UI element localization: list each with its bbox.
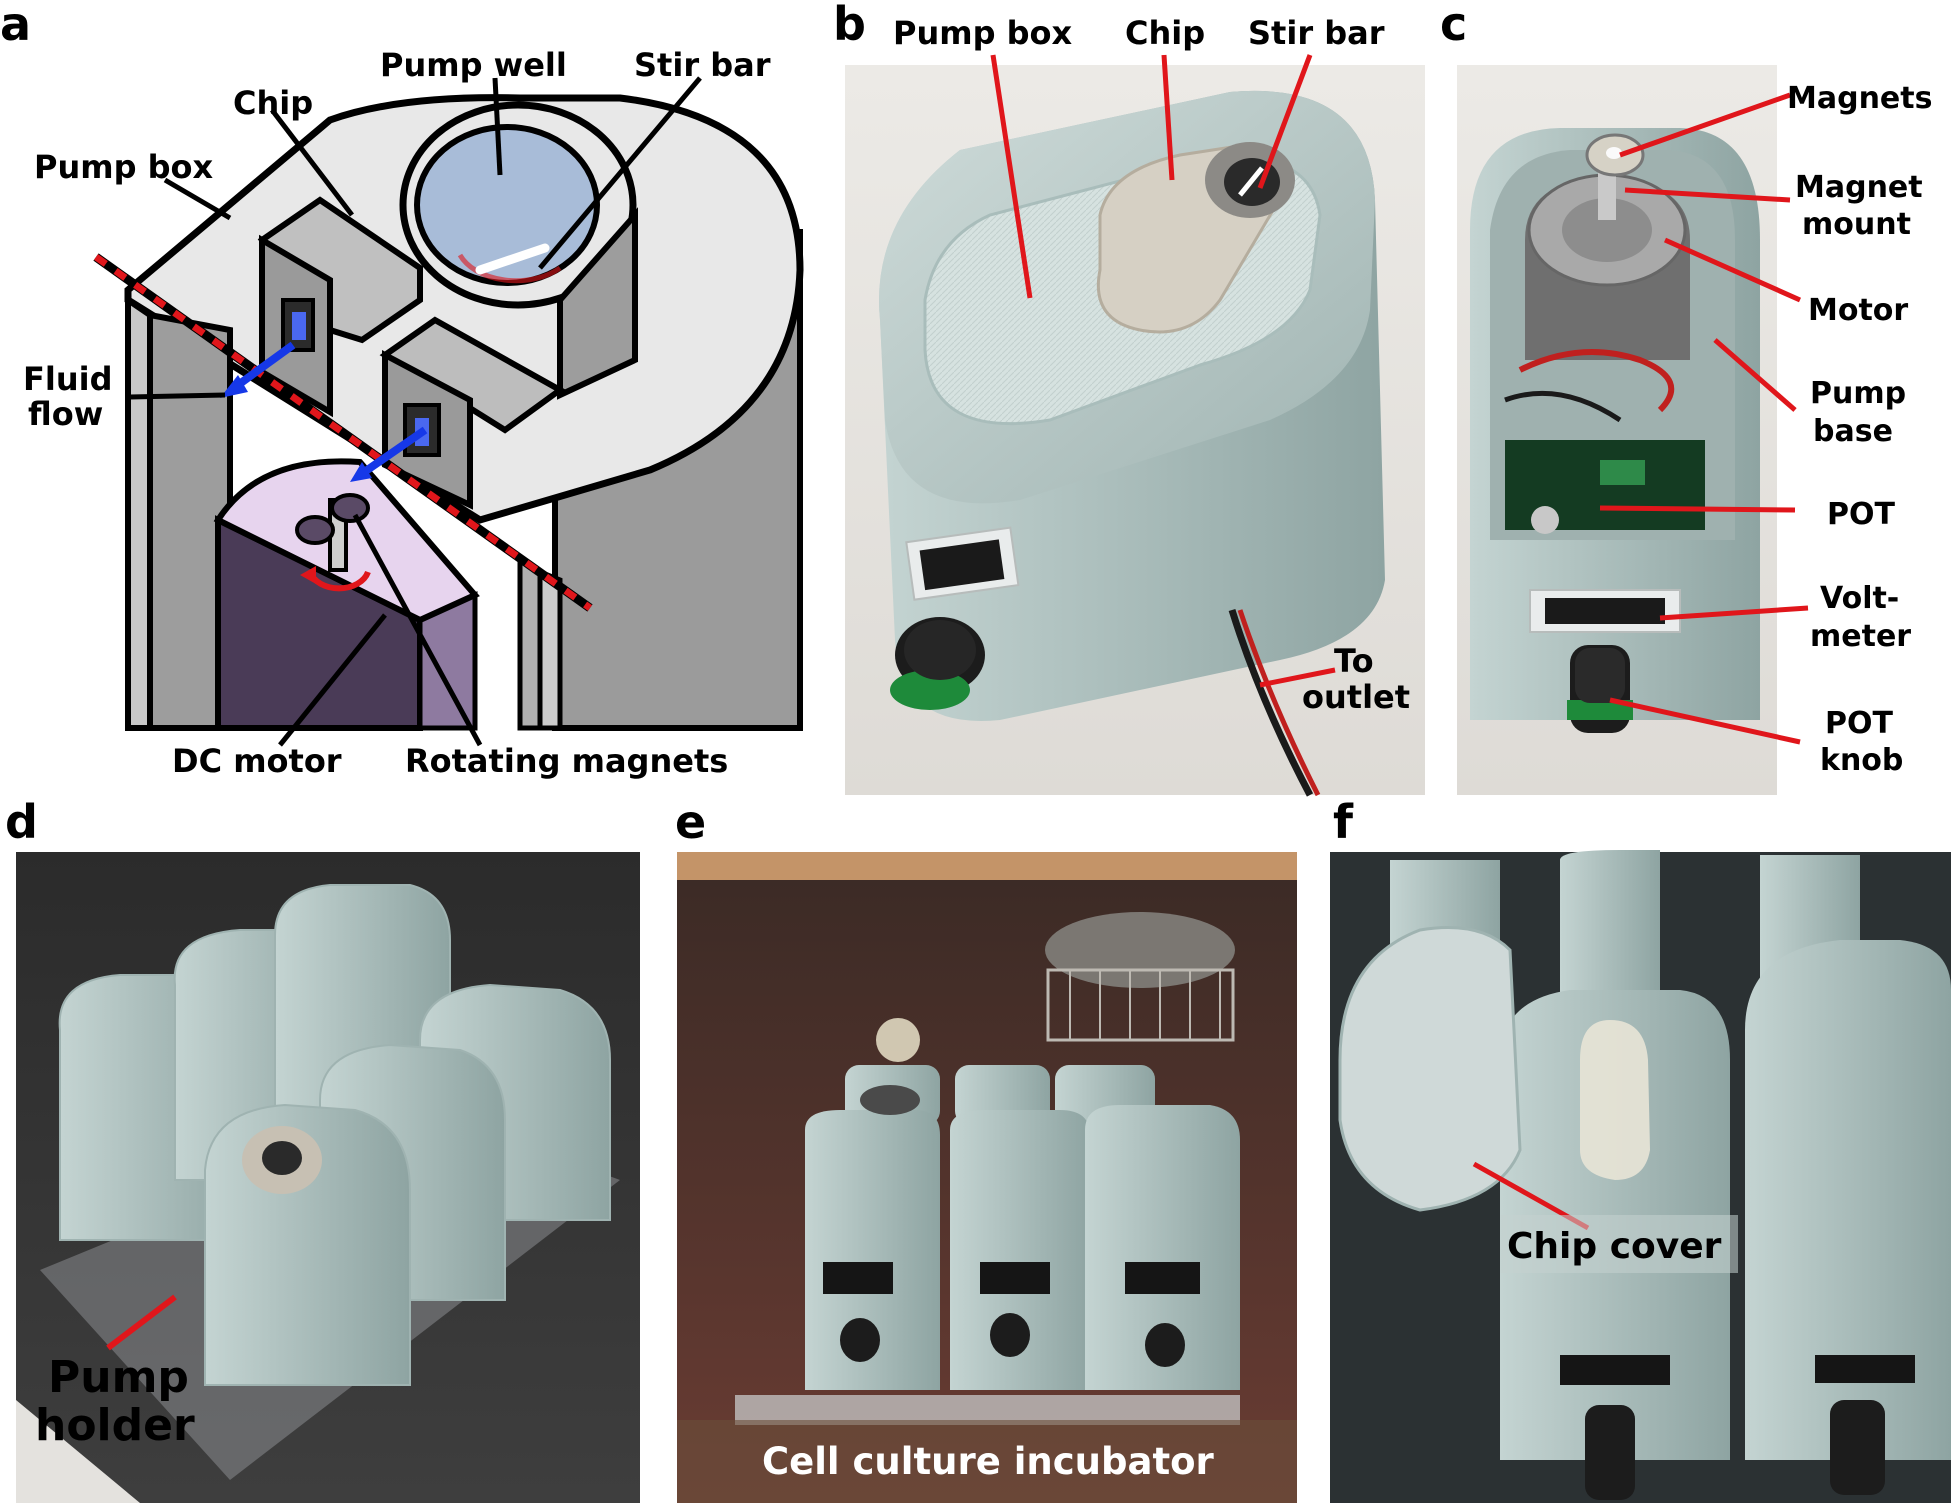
chip-f — [1580, 1020, 1650, 1180]
label-stir-bar-b: Stir bar — [1248, 14, 1385, 52]
label-chip-b: Chip — [1125, 14, 1205, 52]
panel-e-letter: e — [675, 795, 706, 849]
pump-well-schematic — [399, 101, 638, 400]
label-motor: Motor — [1808, 293, 1908, 328]
panel-c: c — [1440, 0, 1932, 795]
label-pump-holder-2: holder — [35, 1400, 195, 1451]
panel-c-leaders — [1599, 92, 1809, 745]
label-chip-cover: Chip cover — [1507, 1226, 1722, 1267]
label-pump-base-1: Pump — [1810, 376, 1906, 411]
label-pot: POT — [1827, 497, 1895, 532]
incubator-fan — [1045, 912, 1235, 1042]
label-magnet-mount-1: Magnet — [1795, 170, 1923, 205]
panel-c-letter: c — [1440, 0, 1467, 51]
chip-schematic — [257, 196, 566, 510]
pump-base-device-c — [1470, 128, 1760, 733]
panel-b-letter: b — [833, 0, 866, 51]
panel-b-leaders — [990, 54, 1336, 688]
panel-b: b Pump box Chip — [833, 0, 1425, 797]
panel-d-letter: d — [5, 795, 38, 849]
label-to-outlet-2: outlet — [1302, 678, 1410, 716]
label-dc-motor: DC motor — [172, 742, 342, 780]
label-incubator: Cell culture incubator — [762, 1440, 1215, 1483]
panel-d: d Pump holder — [5, 795, 640, 1503]
panel-a-leaders — [129, 76, 702, 747]
label-chip-a: Chip — [233, 84, 313, 122]
label-to-outlet-1: To — [1334, 642, 1374, 680]
pump-array-e — [805, 1065, 1240, 1390]
label-pump-box-a: Pump box — [34, 148, 214, 186]
label-pot-knob-1: POT — [1825, 706, 1893, 741]
panel-a-letter: a — [0, 0, 31, 51]
label-pump-base-2: base — [1813, 414, 1893, 449]
label-pump-holder-1: Pump — [48, 1352, 189, 1403]
cable-red-b — [1237, 609, 1321, 797]
panel-e: e — [675, 795, 1297, 1503]
label-magnets: Magnets — [1787, 81, 1932, 116]
pump-device-b — [879, 90, 1385, 722]
label-rotating-magnets: Rotating magnets — [405, 742, 728, 780]
cable-b — [1228, 608, 1314, 797]
label-magnet-mount-2: mount — [1802, 207, 1911, 242]
label-fluid-flow-2: flow — [28, 395, 103, 433]
chip-cover-f — [1338, 926, 1522, 1212]
label-fluid-flow-1: Fluid — [23, 360, 112, 398]
dc-motor-schematic — [213, 458, 480, 731]
leader-pump-holder — [106, 1294, 177, 1351]
label-voltmeter-1: Volt- — [1820, 581, 1899, 616]
fluid-flow-arrows — [220, 341, 428, 482]
label-stir-bar-a: Stir bar — [634, 46, 771, 84]
label-pot-knob-2: knob — [1820, 743, 1903, 778]
panel-f: f Chip cover — [1330, 795, 1951, 1503]
label-voltmeter-2: meter — [1810, 619, 1911, 654]
panel-f-letter: f — [1333, 795, 1354, 849]
label-pump-well: Pump well — [380, 46, 567, 84]
cut-line-dashed — [93, 254, 593, 611]
label-pump-box-b: Pump box — [893, 14, 1073, 52]
panel-a: a — [0, 0, 804, 780]
displays-e — [823, 1262, 1200, 1367]
rotating-magnets-schematic — [295, 493, 371, 592]
